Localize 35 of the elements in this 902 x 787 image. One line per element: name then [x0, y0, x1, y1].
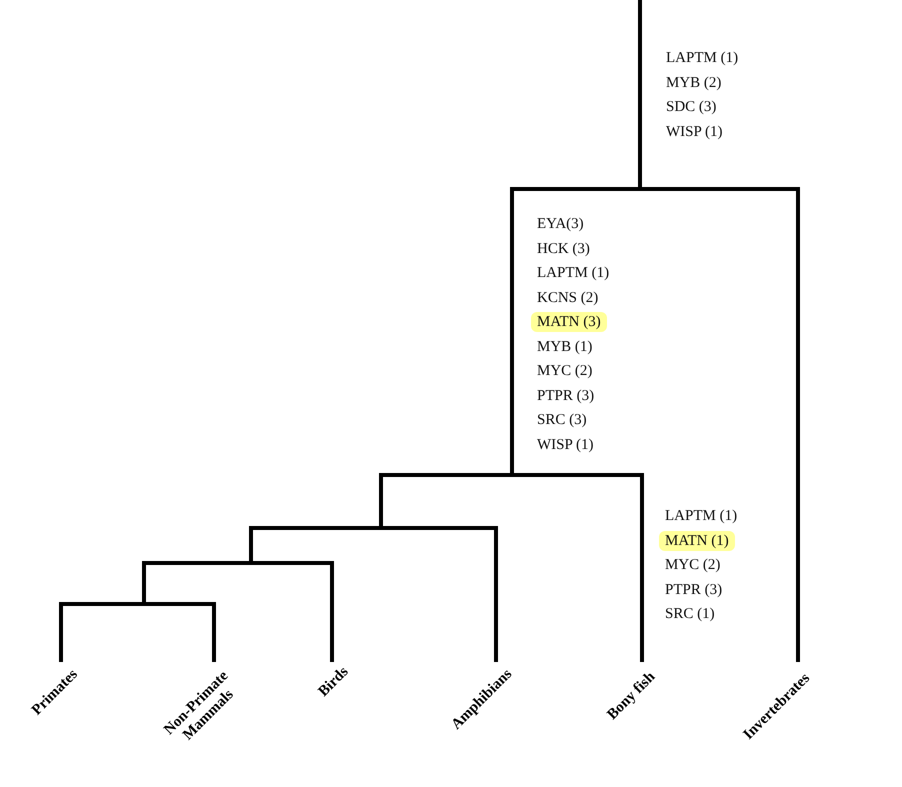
- gene-label: LAPTM (1): [536, 264, 610, 283]
- branch-line: [494, 530, 498, 662]
- gene-label: PTPR (3): [664, 580, 724, 600]
- gene-label: EYA(3): [536, 215, 585, 234]
- branch-bar: [249, 526, 498, 530]
- branch-line: [638, 0, 642, 187]
- gene-label: PTPR (3): [536, 386, 596, 406]
- gene-label: LAPTM (1): [665, 49, 740, 68]
- branch-bar: [510, 187, 800, 191]
- gene-label: KCNS (2): [536, 288, 600, 308]
- branch-bar: [142, 561, 334, 565]
- branch-line: [640, 477, 644, 662]
- gene-label: MYC (2): [536, 362, 594, 381]
- gene-label: WISP (1): [665, 122, 724, 142]
- gene-label: MYB (1): [536, 338, 594, 356]
- gene-label: MYC (2): [664, 556, 722, 575]
- branch-bar: [379, 473, 644, 477]
- branch-line: [59, 606, 63, 662]
- gene-label: SRC (3): [536, 411, 588, 430]
- gene-label: HCK (3): [536, 240, 591, 258]
- gene-label: SDC (3): [665, 98, 718, 117]
- gene-label: WISP (1): [536, 436, 595, 454]
- branch-line: [330, 565, 334, 662]
- branch-line: [212, 606, 216, 662]
- branch-line: [379, 477, 383, 526]
- branch-line: [142, 565, 146, 602]
- highlighted-gene-label: MATN (1): [659, 530, 735, 550]
- gene-label: MYB (2): [665, 74, 722, 92]
- branch-bar: [59, 602, 216, 606]
- gene-label: SRC (1): [664, 605, 716, 624]
- branch-line: [249, 530, 253, 561]
- branch-line: [510, 191, 514, 473]
- highlighted-gene-label: MATN (3): [531, 312, 607, 332]
- branch-line: [796, 191, 800, 662]
- gene-label: LAPTM (1): [664, 507, 738, 526]
